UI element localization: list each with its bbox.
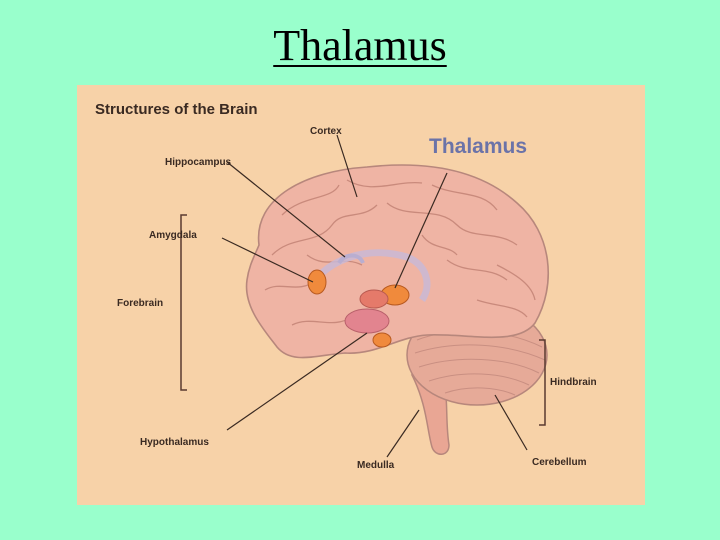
- leader-lines: [221, 134, 528, 458]
- slide-title: Thalamus: [0, 22, 720, 70]
- forebrain-bracket: [180, 214, 187, 391]
- diagram-heading: Structures of the Brain: [95, 101, 258, 118]
- label-forebrain: Forebrain: [117, 298, 163, 309]
- thalamus-highlight-label: Thalamus: [429, 135, 527, 158]
- label-cortex: Cortex: [310, 126, 342, 137]
- hippocampus-structure: [337, 253, 365, 265]
- thalamus-inner: [359, 289, 389, 309]
- brackets: [180, 214, 546, 426]
- brain-diagram-svg: Structures of the Brain Thalamus: [77, 85, 645, 505]
- brain-diagram: Structures of the Brain Thalamus: [77, 85, 645, 505]
- hypothalamus-structure: [372, 332, 392, 348]
- amygdala-structure: [307, 269, 327, 295]
- limbic-structures: [307, 249, 431, 348]
- label-amygdala: Amygdala: [149, 230, 197, 241]
- label-hippocampus: Hippocampus: [165, 157, 232, 168]
- label-hypothalamus: Hypothalamus: [140, 437, 209, 448]
- slide-title-text: Thalamus: [273, 21, 447, 70]
- midbrain-region: [344, 308, 390, 334]
- hindbrain-bracket: [539, 339, 546, 426]
- label-cerebellum: Cerebellum: [532, 457, 587, 468]
- label-hindbrain: Hindbrain: [550, 377, 597, 388]
- cerebrum: [245, 164, 550, 359]
- label-medulla: Medulla: [357, 460, 395, 471]
